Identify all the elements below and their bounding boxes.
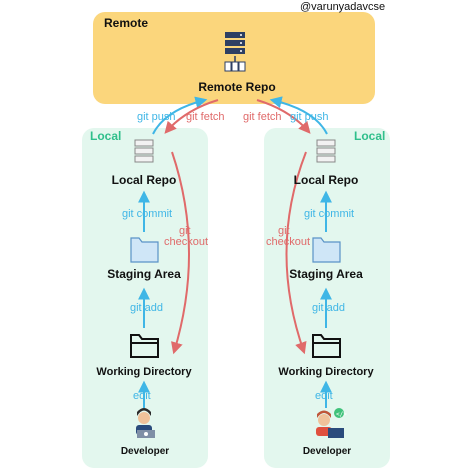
staging-folder-right-icon xyxy=(312,237,341,263)
right-git-fetch-label: git fetch xyxy=(243,111,282,123)
edit-label-right: edit xyxy=(315,390,333,402)
git-add-label-right: git add xyxy=(312,302,346,314)
remote-title: Remote xyxy=(104,16,149,30)
git-checkout-label-right-1: git xyxy=(278,225,290,237)
developer-label-left: Developer xyxy=(120,446,170,457)
staging-folder-left-icon xyxy=(130,237,159,263)
git-commit-label-left: git commit xyxy=(122,208,173,220)
right-git-push-label: git push xyxy=(290,111,329,123)
git-commit-label-right: git commit xyxy=(304,208,355,220)
local-title-left: Local xyxy=(90,129,122,143)
local-title-right: Local xyxy=(354,129,386,143)
git-add-label-left: git add xyxy=(130,302,164,314)
arrow-git-fetch-left xyxy=(164,99,219,134)
svg-text:</>: </> xyxy=(336,411,347,418)
watermark: @varunyadavcse xyxy=(300,1,386,13)
left-git-push-label: git push xyxy=(137,111,176,123)
arrow-git-fetch-right xyxy=(256,99,311,134)
edit-label-left: edit xyxy=(133,390,151,402)
git-checkout-label-left-1: git xyxy=(179,225,191,237)
workdir-label-left: Working Directory xyxy=(96,366,192,378)
developer-label-right: Developer xyxy=(302,446,352,457)
arrow-git-checkout-left xyxy=(171,151,190,355)
staging-label-right: Staging Area xyxy=(289,267,363,281)
staging-label-left: Staging Area xyxy=(107,267,181,281)
local-repo-label-right: Local Repo xyxy=(293,173,359,187)
local-repo-right-icon xyxy=(316,139,336,163)
left-git-fetch-label: git fetch xyxy=(186,111,225,123)
git-checkout-label-left-2: checkout xyxy=(164,236,209,248)
arrow-git-push-right xyxy=(269,96,328,135)
local-repo-left-icon xyxy=(134,139,154,163)
git-checkout-label-right-2: checkout xyxy=(266,236,311,248)
developer-right-icon: </> xyxy=(316,408,347,438)
arrow-git-push-left xyxy=(152,96,208,135)
local-repo-label-left: Local Repo xyxy=(111,173,177,187)
remote-box xyxy=(93,12,375,104)
remote-repo-label: Remote Repo xyxy=(198,80,276,94)
server-with-files-icon xyxy=(224,32,246,72)
workdir-label-right: Working Directory xyxy=(278,366,374,378)
workdir-folder-right-icon xyxy=(312,334,341,358)
workdir-folder-left-icon xyxy=(130,334,159,358)
arrow-git-checkout-right xyxy=(285,151,307,355)
developer-left-icon xyxy=(136,408,155,438)
